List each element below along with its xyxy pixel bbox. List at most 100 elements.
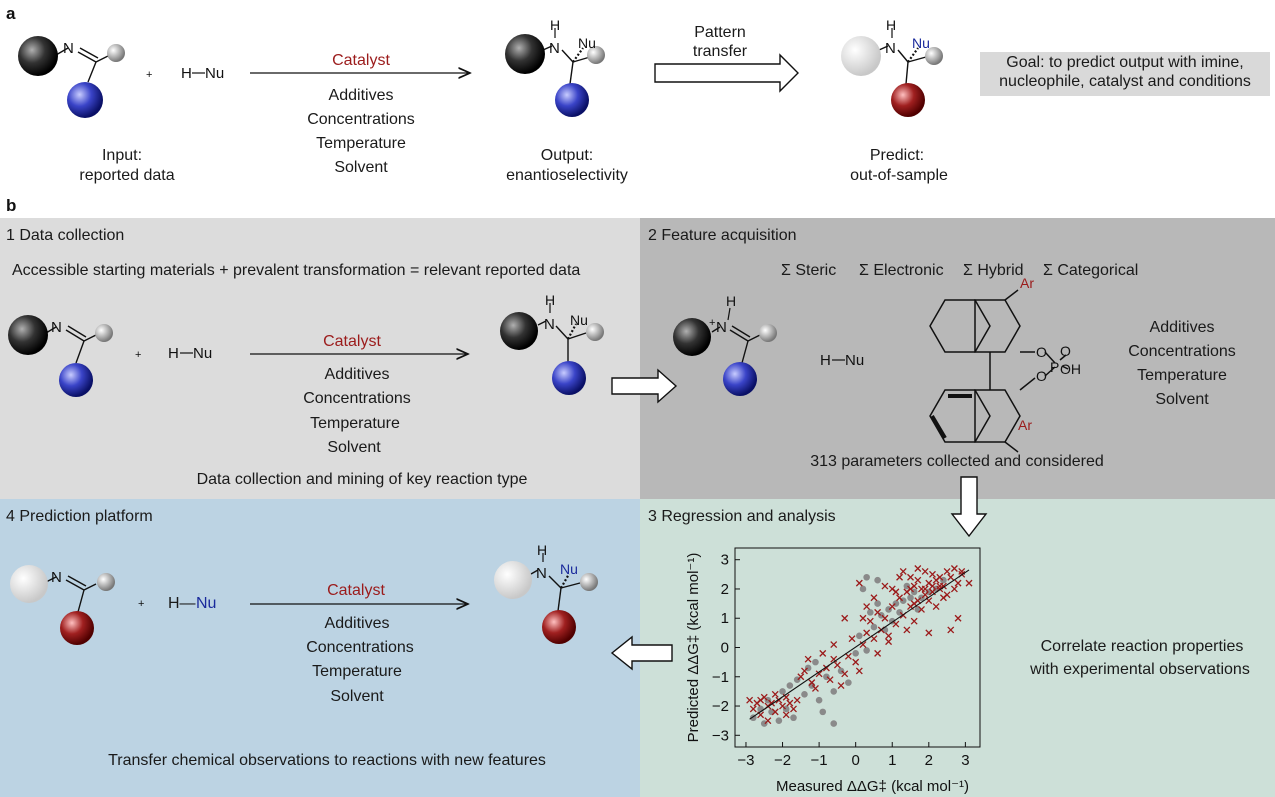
- nu-step4: Nu: [196, 595, 217, 612]
- data-point-cross: [939, 594, 947, 602]
- data-point-circle: [779, 688, 786, 695]
- condition-solvent-2: Solvent: [1155, 391, 1209, 408]
- step1-caption: Data collection and mining of key reacti…: [196, 471, 528, 488]
- data-point-cross: [932, 603, 940, 610]
- data-point-circle: [863, 573, 870, 581]
- data-point-circle: [859, 585, 867, 593]
- svg-text:Nu: Nu: [205, 65, 224, 82]
- amine-output-a: H N Nu: [505, 17, 605, 117]
- data-point-cross: [830, 655, 838, 663]
- data-point-cross: [855, 579, 863, 587]
- data-point-cross: [790, 705, 797, 713]
- svg-text:Nu: Nu: [912, 35, 930, 51]
- data-point-cross: [841, 614, 849, 622]
- arrow-to-regression: [950, 476, 988, 538]
- data-point-cross: [888, 603, 896, 610]
- condition-solvent-4: Solvent: [330, 688, 384, 705]
- data-point-circle: [863, 647, 870, 654]
- amine-predict-a: H N Nu: [841, 17, 943, 117]
- x-tick-label: −3: [737, 752, 754, 769]
- y-tick-label: −2: [712, 698, 729, 715]
- amine-step4: H N Nu: [494, 542, 598, 644]
- step2-title: 2 Feature acquisition: [648, 227, 797, 244]
- data-point-cross: [801, 667, 808, 675]
- pattern-transfer-arrow: [654, 53, 799, 93]
- data-point-cross: [914, 576, 922, 584]
- data-point-cross: [863, 603, 871, 610]
- data-point-cross: [852, 658, 860, 666]
- data-point-circle: [914, 606, 922, 613]
- data-point-cross: [881, 614, 889, 622]
- data-point-cross: [892, 588, 900, 596]
- x-tick-label: −1: [811, 752, 828, 769]
- data-point-cross: [830, 641, 838, 649]
- condition-temperature-4: Temperature: [312, 663, 402, 680]
- data-point-circle: [786, 682, 794, 689]
- svg-text:H: H: [820, 352, 831, 369]
- condition-additives-2: Additives: [1149, 319, 1215, 336]
- data-point-cross: [819, 649, 827, 657]
- svg-text:Nu: Nu: [193, 345, 212, 362]
- data-point-cross: [855, 667, 863, 675]
- data-point-cross: [896, 594, 904, 602]
- data-point-cross: [929, 570, 936, 578]
- condition-additives-a: Additives: [328, 87, 394, 104]
- data-point-cross: [866, 617, 874, 625]
- panel-prediction-platform: [0, 499, 640, 797]
- data-point-cross: [870, 635, 878, 643]
- data-point-cross: [921, 585, 929, 593]
- data-point-cross: [907, 573, 914, 581]
- y-tick-label: 3: [721, 552, 729, 569]
- goal-line1: Goal: to predict output with imine,: [1006, 54, 1244, 71]
- data-point-cross: [918, 605, 925, 613]
- data-point-circle: [768, 708, 775, 716]
- svg-text:N: N: [63, 40, 74, 57]
- feature-categorical: Σ Categorical: [1043, 262, 1139, 279]
- data-point-cross: [771, 708, 779, 716]
- goal-line2: nucleophile, catalyst and conditions: [999, 73, 1251, 90]
- panel-a-molecules: N + H Nu H N Nu H N Nu: [18, 17, 943, 118]
- input-caption-line1: Input:: [101, 147, 143, 164]
- data-point-cross: [841, 670, 849, 678]
- data-point-cross: [903, 626, 911, 634]
- imine-input-a: N: [18, 36, 125, 118]
- svg-text:O: O: [1036, 368, 1047, 384]
- data-point-circle: [907, 594, 914, 602]
- svg-text:Ar: Ar: [1020, 275, 1034, 291]
- svg-text:H: H: [726, 293, 736, 309]
- catalyst-label-4: Catalyst: [327, 582, 385, 599]
- pattern-transfer-line2: transfer: [692, 43, 748, 60]
- y-tick-label: 1: [721, 610, 729, 627]
- svg-text:O: O: [1060, 343, 1071, 359]
- y-tick-label: −3: [712, 727, 729, 744]
- step1-title: 1 Data collection: [6, 227, 125, 244]
- x-tick-label: 1: [888, 752, 896, 769]
- condition-concentrations-a: Concentrations: [307, 111, 415, 128]
- input-caption-line2: reported data: [79, 167, 175, 184]
- svg-text:Nu: Nu: [560, 561, 578, 577]
- arrow-to-feature-acquisition: [611, 368, 678, 404]
- svg-text:H: H: [537, 542, 547, 558]
- data-point-cross: [826, 676, 834, 684]
- condition-concentrations-2: Concentrations: [1128, 343, 1236, 360]
- data-point-cross: [863, 629, 871, 637]
- panel-data-collection: [0, 218, 640, 499]
- data-point-cross: [859, 614, 867, 622]
- data-point-cross: [929, 582, 936, 590]
- svg-text:H: H: [545, 292, 555, 308]
- data-point-cross: [910, 617, 918, 625]
- data-point-cross: [837, 682, 845, 690]
- step3-title: 3 Regression and analysis: [648, 508, 836, 525]
- data-point-circle: [790, 714, 797, 722]
- imine-step1: N: [8, 315, 113, 397]
- fit-line: [749, 569, 970, 720]
- catalyst-structure: [929, 289, 1069, 453]
- data-point-circle: [845, 679, 852, 686]
- data-point-cross: [859, 641, 867, 649]
- data-point-cross: [786, 699, 794, 707]
- amine-step1: H N Nu: [500, 292, 604, 395]
- condition-temperature-1: Temperature: [310, 415, 400, 432]
- svg-text:H: H: [168, 345, 179, 362]
- svg-text:N: N: [544, 316, 555, 333]
